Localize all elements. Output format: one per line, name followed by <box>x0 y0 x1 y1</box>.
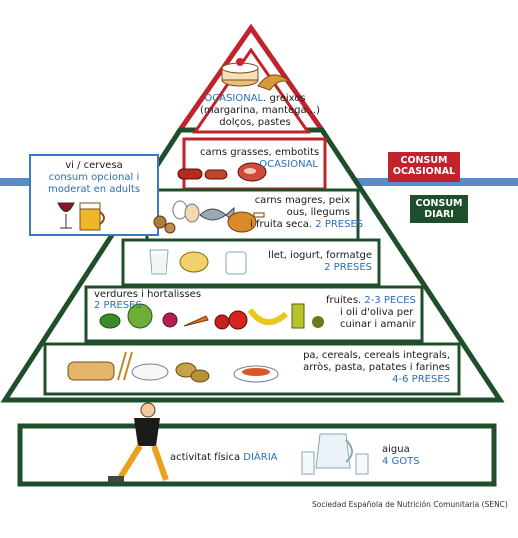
wheat-icon <box>117 351 133 381</box>
water-glass-icon <box>301 451 369 475</box>
pastry-icon <box>221 58 259 87</box>
tier-6-line-1: pa, cereals, cereals integrals, <box>303 350 450 361</box>
bread-icon <box>67 361 115 381</box>
wine-box-line-1: consum opcional i <box>48 172 140 183</box>
potatoes-icon <box>175 362 210 383</box>
tier-2-line-2: OCASIONAL <box>259 159 318 170</box>
occasional-label-line-1: CONSUM <box>400 155 448 166</box>
tier-4-line-1: llet, iogurt, formatge <box>268 250 372 261</box>
olive-oil-icon <box>291 303 324 329</box>
tier-5-right-line-2: i oli d'oliva per <box>340 307 414 318</box>
steak-icon <box>237 162 267 182</box>
croissant-icon <box>257 74 291 91</box>
tier-5-left-line-2: 2 PRESES <box>94 300 142 311</box>
cheese-icon <box>179 251 209 273</box>
wine-box-line-2: moderat en adults <box>47 184 141 195</box>
water-title: aigua <box>382 444 410 455</box>
tier-1-line-2: (margarina, mantega...) <box>200 105 321 116</box>
runner-icon <box>108 402 169 482</box>
pasta-icon <box>233 365 279 383</box>
tier-5-right-line-1: fruites. 2-3 PECES <box>326 295 416 306</box>
occasional-label-line-2: OCASIONAL <box>392 166 456 177</box>
activity-bar <box>17 423 497 487</box>
tier-6-line-3: 4-6 PRESES <box>392 374 450 385</box>
tier-1-line-1: OCASIONAL. greixos <box>204 93 306 104</box>
sausage-icon <box>177 168 228 180</box>
activity-text: activitat física DIÀRIA <box>170 452 278 463</box>
daily-label-line-2: DIARI <box>424 209 454 220</box>
beer-mug-icon <box>79 202 105 231</box>
tier-6-line-2: arròs, pasta, patates i farines <box>303 362 450 373</box>
tier-5-left-line-1: verdures i hortalisses <box>94 289 202 300</box>
tier-3-line-2: ous, llegums <box>286 207 350 218</box>
yogurt-icon <box>225 251 247 275</box>
daily-label-box <box>410 195 468 223</box>
fruits-icon <box>214 308 289 330</box>
nuts-icon <box>153 215 176 234</box>
wine-glass-icon <box>57 202 75 229</box>
credit-text: Sociedad Española de Nutrición Comunitar… <box>312 500 508 509</box>
rice-icon <box>131 363 169 381</box>
tier-1-line-3: dolços, pastes <box>219 117 291 128</box>
eggs-icon <box>172 200 200 223</box>
chicken-icon <box>227 211 265 233</box>
wine-box-title: vi / cervesa <box>65 160 123 171</box>
vegetables-icon <box>99 303 209 329</box>
tier-3-line-3: i fruita seca. 2 PRESES <box>250 219 364 230</box>
tier-3-line-1: carns magres, peix <box>254 195 350 206</box>
milk-glass-icon <box>149 249 169 275</box>
daily-label-line-1: CONSUM <box>415 198 463 209</box>
water-jug-icon <box>315 433 353 469</box>
tier-box-occasional-fats <box>192 47 311 134</box>
tier-5-right-line-3: cuinar i amanir <box>340 319 416 330</box>
tier-2-line-1: carns grasses, embotits <box>200 147 320 158</box>
occasional-label-box <box>388 152 460 182</box>
water-amount: 4 GOTS <box>382 456 420 467</box>
tier-4-line-2: 2 PRESES <box>324 262 372 273</box>
